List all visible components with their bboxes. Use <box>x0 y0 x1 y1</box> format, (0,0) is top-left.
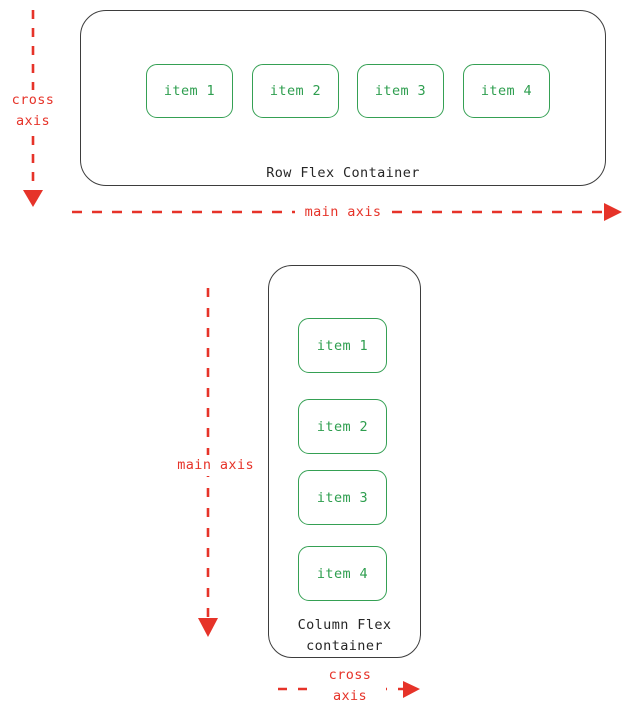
main-axis-column-arrowhead <box>198 618 218 637</box>
cross-axis-row-arrowhead <box>23 190 43 207</box>
main-axis-label-column: main axis <box>158 455 254 476</box>
cross-axis-label-column-line2: axis <box>314 686 386 707</box>
row-flex-item-3: item 3 <box>357 64 444 118</box>
column-flex-container-label: Column Flex container <box>297 617 392 654</box>
column-flex-item-1: item 1 <box>298 318 387 373</box>
cross-axis-label-column-line1: cross <box>314 665 386 686</box>
main-axis-row-arrowhead <box>604 203 622 221</box>
column-flex-item-2: item 2 <box>298 399 387 454</box>
cross-axis-label-row: cross axis <box>0 90 66 132</box>
column-flex-item-4: item 4 <box>298 546 387 601</box>
row-flex-item-4: item 4 <box>463 64 550 118</box>
column-flex-item-3: item 3 <box>298 470 387 525</box>
row-flex-item-2: item 2 <box>252 64 339 118</box>
main-axis-label-row: main axis <box>295 202 391 223</box>
row-flex-container-label: Row Flex Container <box>266 165 420 181</box>
cross-axis-column-arrowhead <box>403 681 420 698</box>
row-flex-item-1: item 1 <box>146 64 233 118</box>
